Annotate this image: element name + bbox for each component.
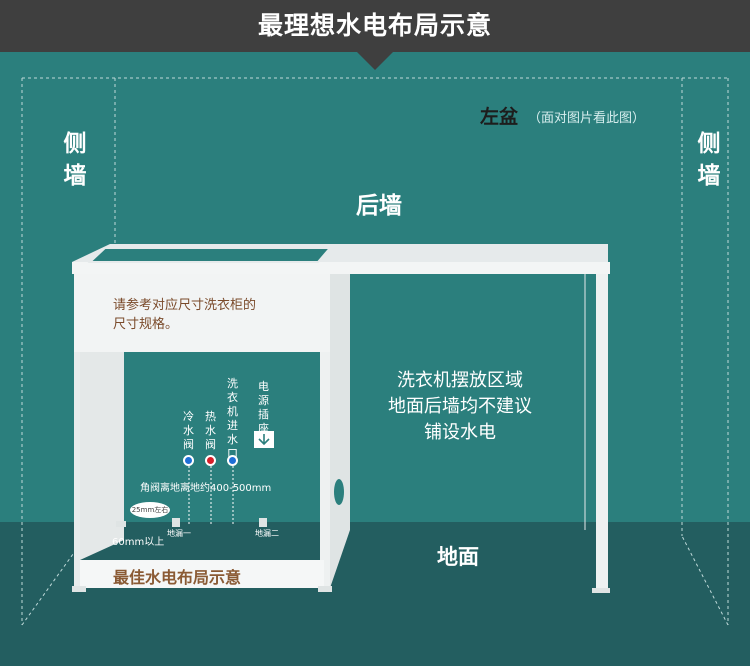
- left-basin-label: 左盆: [480, 106, 519, 128]
- right-support-leg: [596, 274, 608, 590]
- cabinet-bottom-plate: [80, 560, 324, 588]
- left-side-wall-label: 侧墙: [63, 131, 87, 189]
- view-note: （面对图片看此图）: [528, 111, 646, 126]
- counter-top-front: [72, 262, 610, 274]
- cabinet-note: 请参考对应尺寸洗衣柜的 尺寸规格。: [113, 296, 256, 334]
- back-wall-label: 后墙: [356, 193, 402, 219]
- power-socket-label: 电源插座: [258, 380, 269, 435]
- right-support-foot: [592, 588, 610, 593]
- title-banner: [0, 0, 750, 52]
- drain-two-label: 地漏二: [255, 529, 279, 538]
- bubble-note: 25mm左右: [130, 502, 170, 518]
- washer-inlet-label: 洗衣机进水口: [227, 377, 238, 460]
- pipe-lines: [188, 466, 234, 526]
- banner-pointer: [357, 52, 393, 70]
- cabinet-side-panel: [330, 274, 350, 588]
- best-layout-title: 最佳水电布局示意: [113, 568, 242, 587]
- floor-gap-marker: [116, 521, 126, 527]
- hot-valve-icon: [205, 455, 216, 466]
- cold-valve-label: 冷水阀: [183, 410, 194, 451]
- washer-zone-line: 铺设水电: [424, 422, 496, 443]
- foot-left: [72, 586, 86, 592]
- basin-opening: [87, 247, 333, 263]
- cabinet-left-post: [74, 352, 80, 588]
- valve-height-note: 角阀离地离地约400-500mm: [140, 483, 272, 494]
- foot-right: [318, 586, 332, 592]
- page-title: 最理想水电布局示意: [257, 11, 492, 40]
- floor-area: [0, 522, 750, 666]
- side-cutout: [334, 479, 344, 505]
- cabinet-note-line: 请参考对应尺寸洗衣柜的: [113, 298, 257, 313]
- cabinet-note-line: 尺寸规格。: [113, 317, 179, 332]
- floor-gap-note: 60mm以上: [112, 537, 165, 548]
- drain-two-fitting: [259, 518, 267, 527]
- cabinet-upper-panel: [74, 274, 330, 352]
- right-side-wall-label: 侧墙: [697, 131, 721, 189]
- cabinet-inner-wall: [80, 352, 124, 560]
- washer-inlet-icon: [227, 455, 238, 466]
- drain-one-fitting: [172, 518, 180, 527]
- washer-zone-line: 地面后墙均不建议: [388, 396, 532, 417]
- washer-zone-note: 洗衣机摆放区域 地面后墙均不建议 铺设水电: [365, 368, 555, 446]
- washer-zone-line: 洗衣机摆放区域: [397, 370, 523, 391]
- socket-arrow-icon: [258, 434, 270, 446]
- cabinet-right-post: [320, 352, 330, 588]
- hot-valve-label: 热水阀: [205, 410, 216, 451]
- cold-valve-icon: [183, 455, 194, 466]
- floor-label: 地面: [437, 545, 479, 569]
- drain-one-label: 地漏一: [167, 529, 191, 538]
